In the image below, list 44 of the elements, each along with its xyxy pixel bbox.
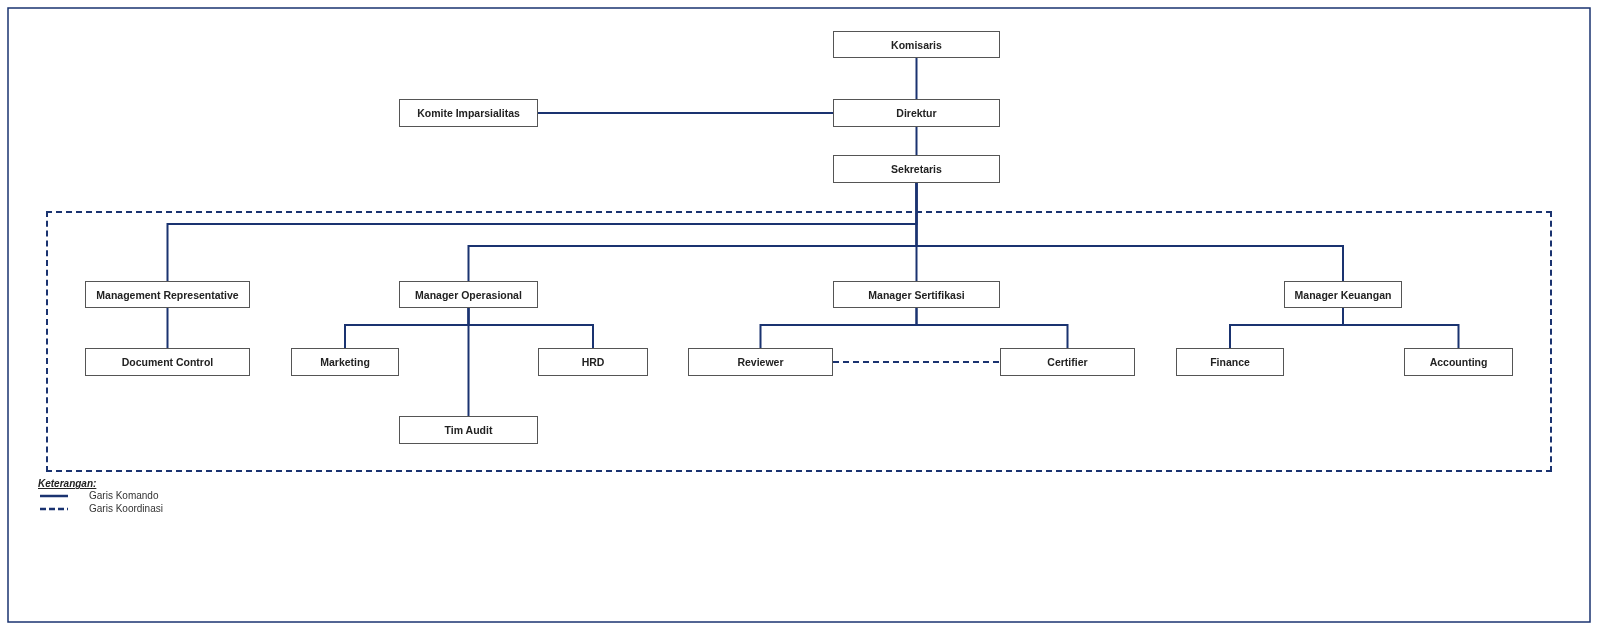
- position-title: Management Representative: [96, 288, 239, 301]
- org-box: [833, 99, 1000, 127]
- position-title: Marketing: [320, 356, 370, 368]
- org-box: [1404, 348, 1513, 376]
- dashed-group-box: [46, 211, 1552, 472]
- org-box: [833, 155, 1000, 183]
- org-box: [399, 281, 538, 308]
- command-line: [915, 57, 918, 100]
- position-title: Tim Audit: [444, 424, 493, 436]
- position-title: Accounting: [1429, 356, 1488, 368]
- org-box: [833, 281, 1000, 308]
- org-box: [833, 31, 1000, 58]
- position-title: Manager Sertifikasi: [868, 288, 965, 301]
- legend-heading: Keterangan:: [38, 478, 97, 489]
- position-title: Manager Operasional: [415, 288, 522, 301]
- position-title: Komite Imparsialitas: [417, 107, 520, 119]
- position-title: Manager Keuangan: [1294, 288, 1392, 301]
- position-title: Sekretaris: [891, 163, 942, 175]
- legend-label: Garis Koordinasi: [89, 503, 163, 514]
- command-line: [915, 126, 918, 156]
- org-box: [399, 416, 538, 444]
- position-title: Direktur: [896, 107, 937, 119]
- position-title: HRD: [581, 356, 605, 368]
- command-line: [166, 307, 169, 349]
- org-box: [85, 348, 250, 376]
- org-box: [1000, 348, 1135, 376]
- position-title: Certifier: [1047, 356, 1088, 368]
- command-line: [537, 112, 834, 114]
- position-title: Komisaris: [891, 38, 942, 51]
- org-box: [291, 348, 399, 376]
- position-title: Document Control: [121, 356, 214, 368]
- org-box: [85, 281, 250, 308]
- command-line: [467, 307, 470, 417]
- legend-label: Garis Komando: [89, 490, 159, 501]
- coordination-line: [832, 361, 1001, 363]
- org-box: [538, 348, 648, 376]
- org-box: [1284, 281, 1402, 308]
- org-box: [399, 99, 538, 127]
- position-title: Reviewer: [737, 356, 784, 368]
- org-box: [1176, 348, 1284, 376]
- org-box: [688, 348, 833, 376]
- command-line: [915, 182, 1344, 282]
- command-line: [915, 307, 1069, 349]
- position-title: Finance: [1210, 356, 1250, 368]
